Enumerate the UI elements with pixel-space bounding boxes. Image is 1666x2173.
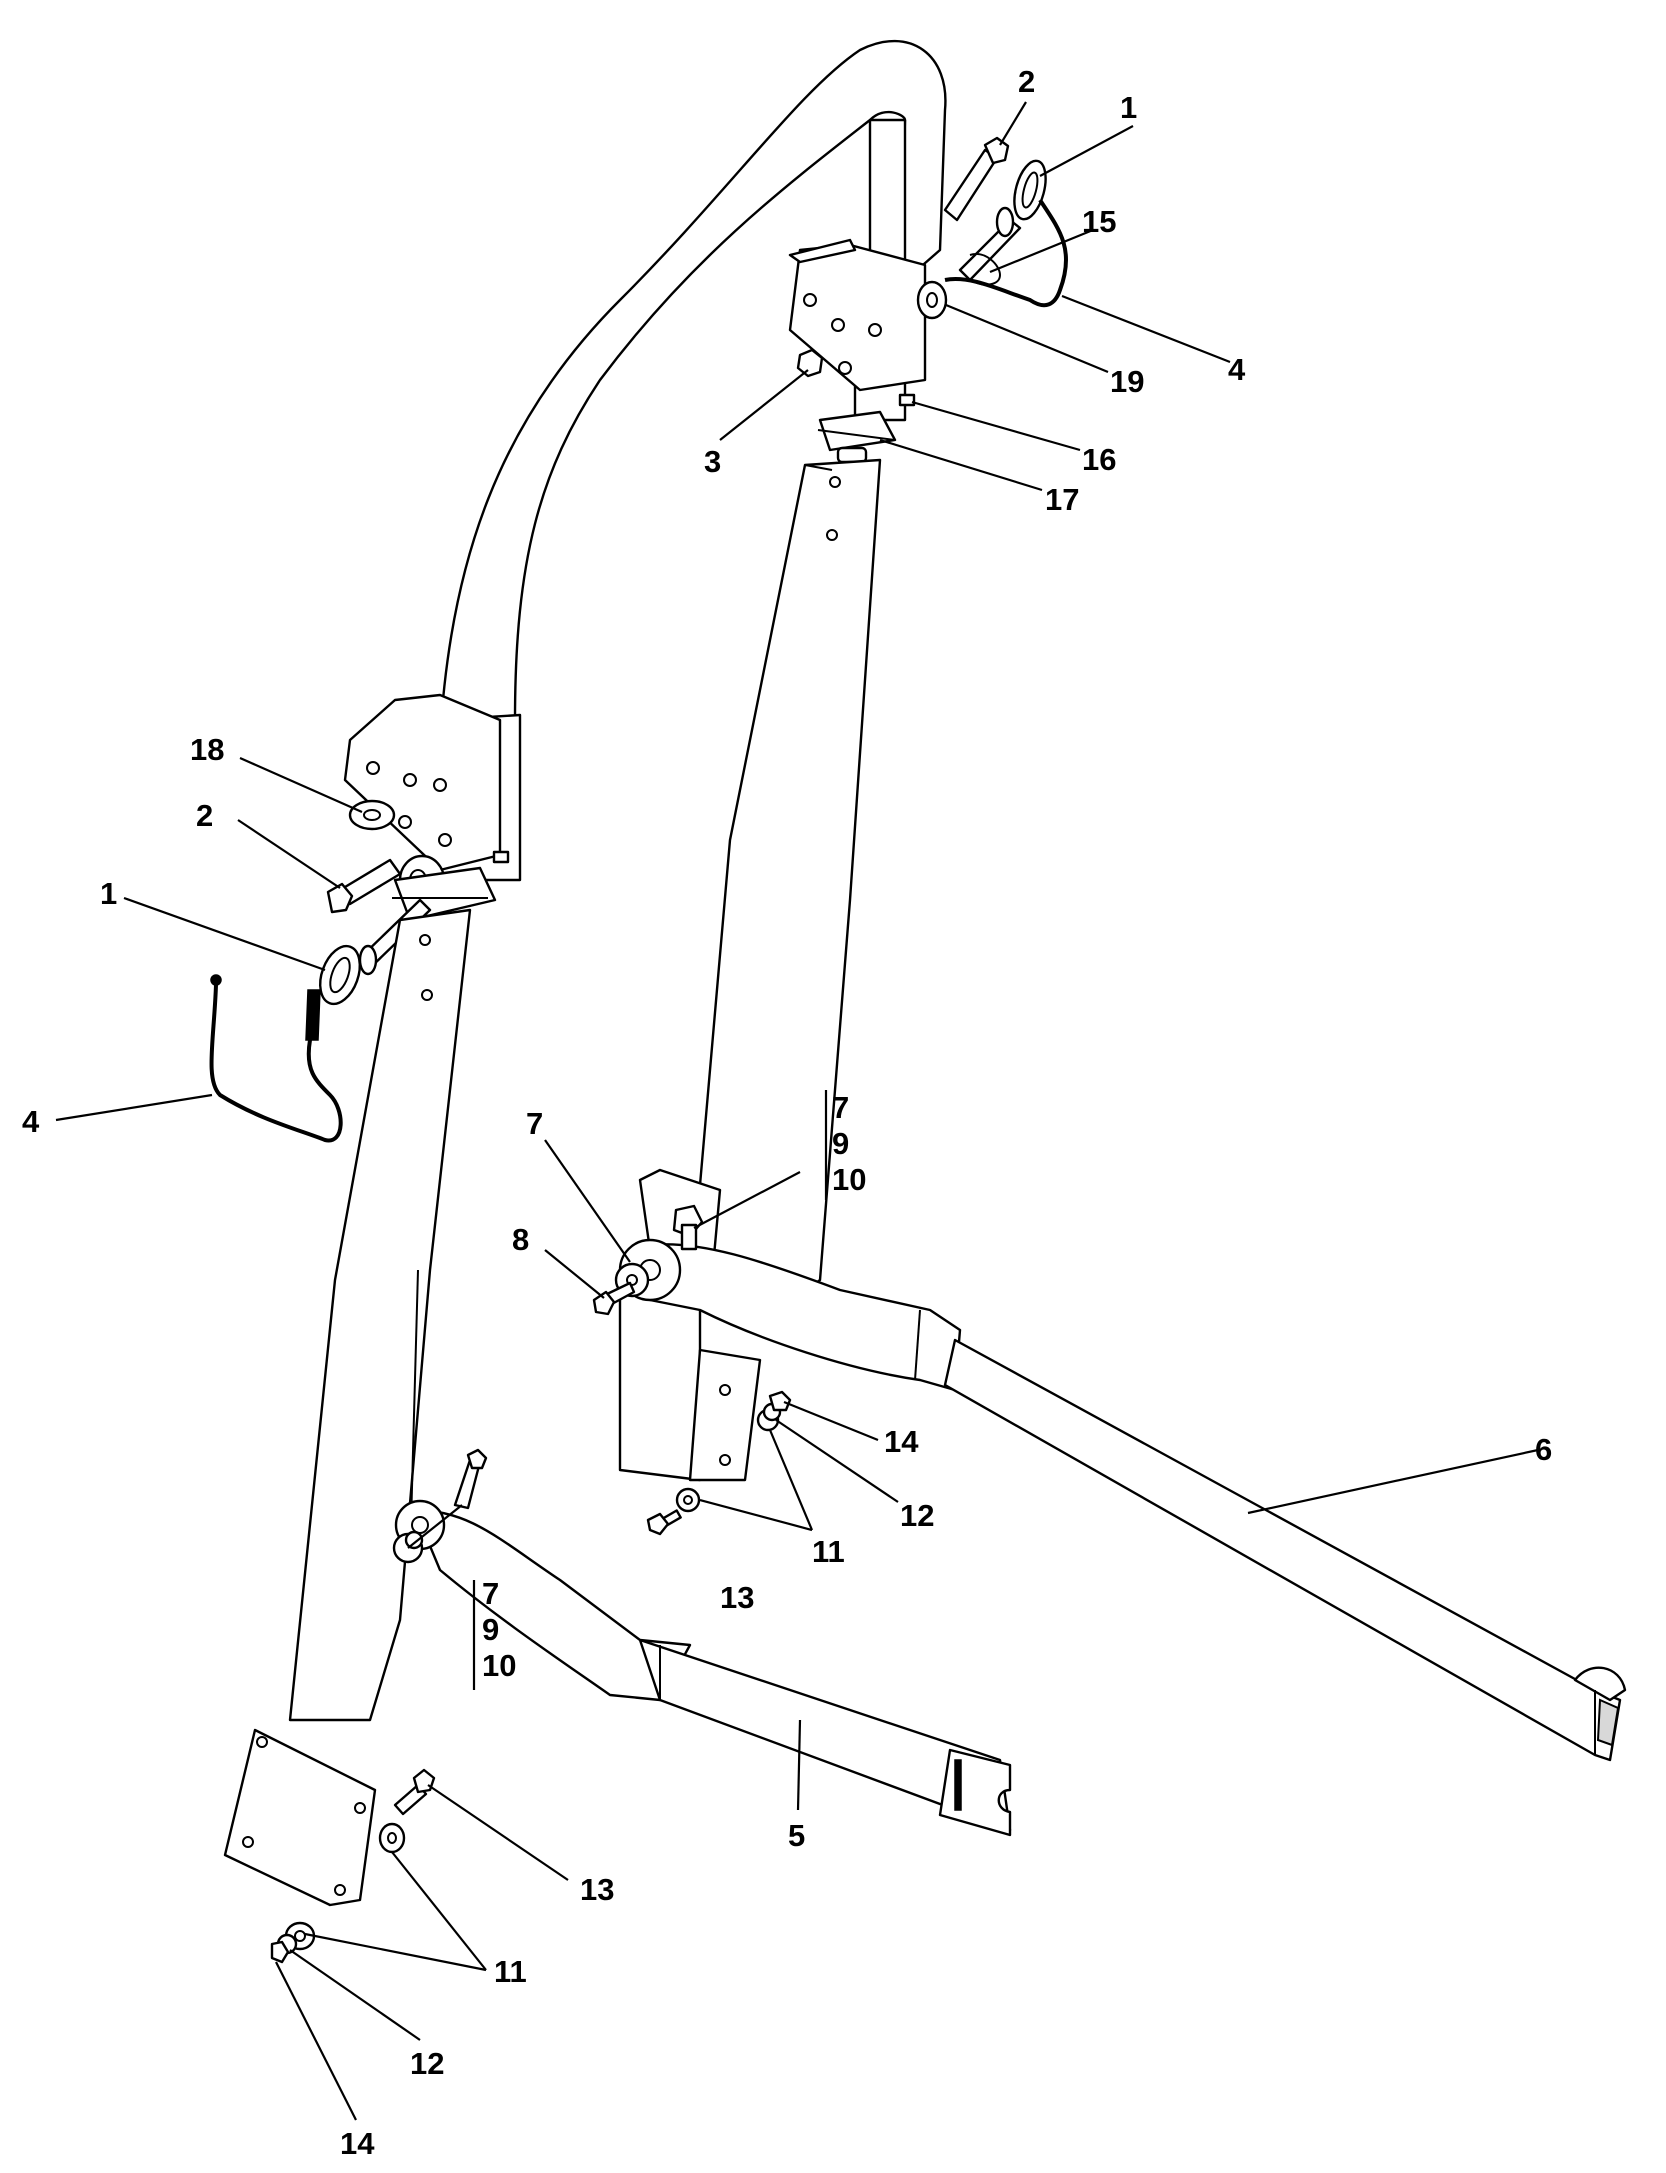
callout-10-bottom-group: 10: [482, 1648, 516, 1683]
callout-2-left: 2: [196, 798, 213, 833]
callout-7-right: 7: [526, 1106, 543, 1141]
callout-18: 18: [190, 732, 224, 767]
callout-17: 17: [1045, 482, 1079, 517]
callout-15: 15: [1082, 204, 1116, 239]
callout-14-bottom: 14: [340, 2126, 375, 2161]
arm-5: [392, 1448, 1012, 1837]
callout-9-bottom-group: 9: [482, 1612, 499, 1647]
callout-1-left: 1: [100, 876, 117, 911]
right-upright-upper: [788, 118, 927, 464]
callout-11-right: 11: [812, 1534, 845, 1569]
leader-lines: [55, 101, 1539, 2121]
callout-16: 16: [1082, 442, 1116, 477]
callout-9-top-group: 9: [832, 1126, 849, 1161]
callout-10-top-group: 10: [832, 1162, 866, 1197]
callout-5: 5: [788, 1818, 805, 1853]
callout-12-bottom: 12: [410, 2046, 444, 2081]
callout-4-top: 4: [1228, 352, 1246, 387]
callout-7-bottom-group: 7: [482, 1576, 499, 1611]
callout-12-right: 12: [900, 1498, 934, 1533]
callout-13-right: 13: [720, 1580, 754, 1615]
callout-14-right: 14: [884, 1424, 919, 1459]
callout-labels: 1 2 15 4 19 3 16 17 18 2 1 4 7 9 10 7 8 …: [22, 64, 1552, 2161]
callout-2-top: 2: [1018, 64, 1035, 99]
left-upright: [288, 693, 522, 1722]
callout-3: 3: [704, 444, 721, 479]
top-pin-assembly: [916, 136, 1069, 320]
callout-6: 6: [1535, 1432, 1552, 1467]
nut-icon: [796, 348, 824, 378]
callout-7-top-group: 7: [832, 1090, 849, 1125]
callout-13-bottom: 13: [580, 1872, 614, 1907]
callout-1-top: 1: [1120, 90, 1137, 125]
left-lanyard: [209, 974, 343, 1143]
left-base-plate: [223, 1728, 436, 1964]
callout-8: 8: [512, 1222, 529, 1257]
callout-11-bottom: 11: [494, 1954, 527, 1989]
arm-6: [592, 1204, 1627, 1762]
callout-19: 19: [1110, 364, 1144, 399]
callout-4-left: 4: [22, 1104, 40, 1139]
